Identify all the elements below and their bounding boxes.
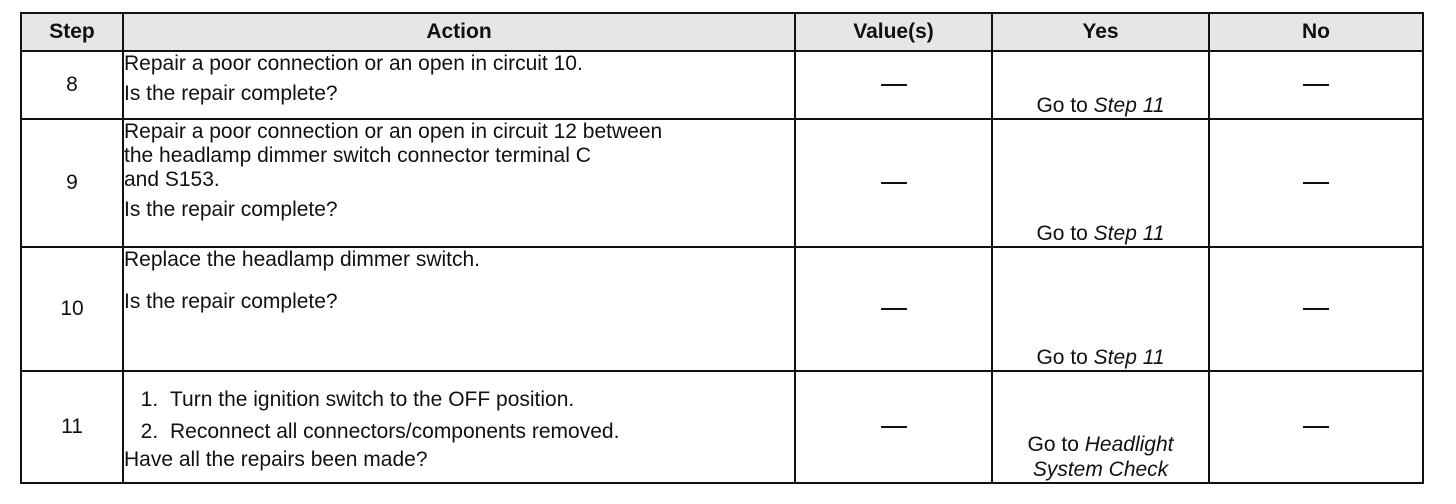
step-number: 10 <box>20 246 124 372</box>
action-question: Is the repair complete? <box>124 82 338 105</box>
action-question: Is the repair complete? <box>124 198 338 221</box>
yes-target: Step 11 <box>1093 346 1165 369</box>
action-question: Is the repair complete? <box>124 290 338 313</box>
yes-prefix: Go to <box>1027 433 1085 456</box>
action-steps-list: Turn the ignition switch to the OFF posi… <box>124 388 794 444</box>
action-cell: Repair a poor connection or an open in c… <box>122 50 796 120</box>
header-action: Action <box>122 12 796 52</box>
value-dash <box>880 84 907 87</box>
header-step: Step <box>20 12 124 52</box>
yes-cell: Go to Step 11 <box>991 246 1210 372</box>
header-values: Value(s) <box>794 12 993 52</box>
action-line: Replace the headlamp dimmer switch. <box>124 248 480 271</box>
no-cell: — <box>1208 370 1424 484</box>
action-line: Repair a poor connection or an open in c… <box>124 52 583 75</box>
no-dash <box>1303 84 1329 87</box>
yes-prefix: Go to <box>1036 346 1094 369</box>
table-row-step-10: 10 Replace the headlamp dimmer switch. I… <box>20 246 1424 372</box>
action-line: the headlamp dimmer switch connector ter… <box>124 144 591 167</box>
list-item: Turn the ignition switch to the OFF posi… <box>164 388 794 412</box>
table-row-step-11: 11 Turn the ignition switch to the OFF p… <box>20 370 1424 484</box>
action-question: Have all the repairs been made? <box>124 448 428 471</box>
value-cell: — <box>794 246 993 372</box>
value-cell: — <box>794 370 993 484</box>
action-line: Repair a poor connection or an open in c… <box>124 120 663 143</box>
header-no: No <box>1208 12 1424 52</box>
list-item: Reconnect all connectors/components remo… <box>164 420 794 444</box>
value-cell: — <box>794 118 993 248</box>
step-number: 9 <box>20 118 124 248</box>
value-dash <box>880 308 907 311</box>
action-cell: Repair a poor connection or an open in c… <box>122 118 796 248</box>
action-cell: Turn the ignition switch to the OFF posi… <box>122 370 796 484</box>
no-dash <box>1303 308 1329 311</box>
yes-target-line2: System Check <box>1032 458 1169 481</box>
yes-prefix: Go to <box>1036 222 1094 245</box>
action-cell: Replace the headlamp dimmer switch. Is t… <box>122 246 796 372</box>
header-yes: Yes <box>991 12 1210 52</box>
table-header-row: Step Action Value(s) Yes No <box>20 12 1424 52</box>
no-dash <box>1303 182 1329 185</box>
value-dash <box>880 426 907 429</box>
table-row-step-9: 9 Repair a poor connection or an open in… <box>20 118 1424 248</box>
yes-target: Step 11 <box>1093 222 1165 245</box>
step-number: 11 <box>20 370 124 484</box>
no-cell: — <box>1208 118 1424 248</box>
no-cell: — <box>1208 246 1424 372</box>
action-line: and S153. <box>124 168 220 191</box>
yes-prefix: Go to <box>1036 94 1094 117</box>
step-number: 8 <box>20 50 124 120</box>
no-cell: — <box>1208 50 1424 120</box>
yes-target: Headlight <box>1084 433 1174 456</box>
yes-cell: Go to Step 11 <box>991 118 1210 248</box>
diagnostic-steps-table: Step Action Value(s) Yes No 8 Repair a p… <box>20 12 1424 484</box>
table-row-step-8: 8 Repair a poor connection or an open in… <box>20 50 1424 120</box>
yes-target: Step 11 <box>1093 94 1165 117</box>
yes-cell: Go to Headlight System Check <box>991 370 1210 484</box>
value-dash <box>880 182 907 185</box>
no-dash <box>1303 426 1329 429</box>
yes-cell: Go to Step 11 <box>991 50 1210 120</box>
value-cell: — <box>794 50 993 120</box>
